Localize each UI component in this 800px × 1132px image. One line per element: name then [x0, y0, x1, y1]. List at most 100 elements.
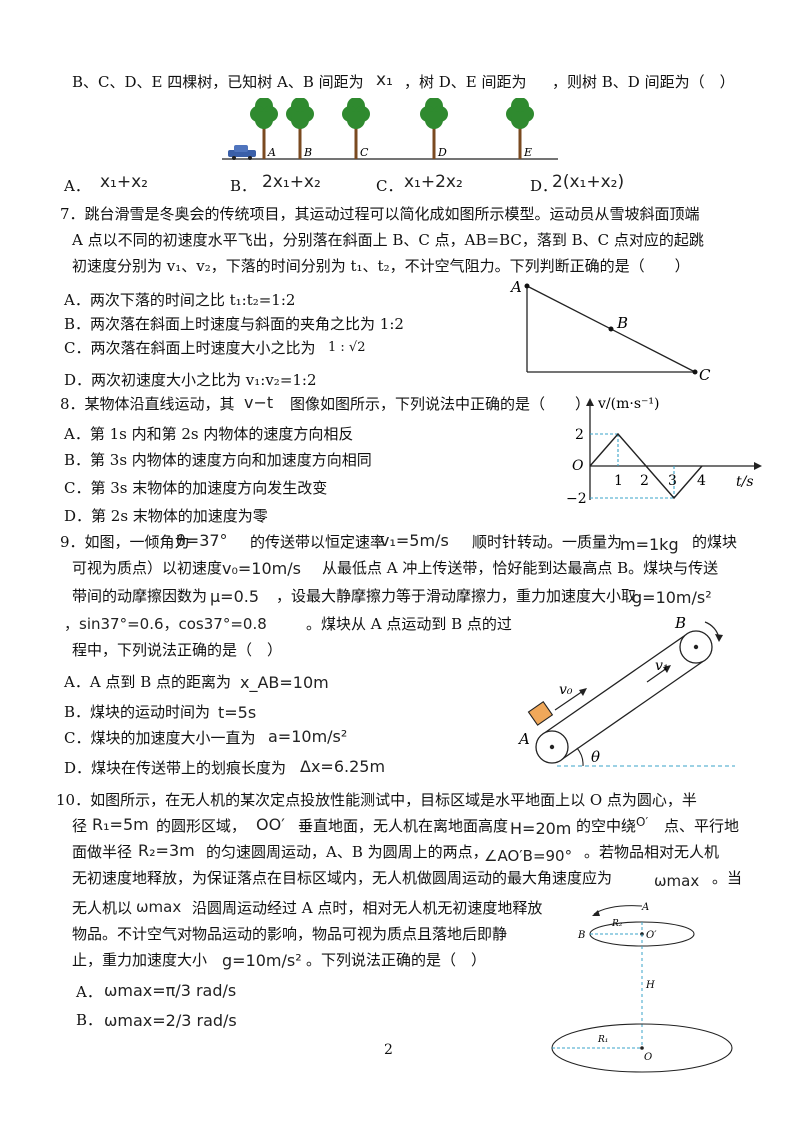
q8-xtick-2: 2: [640, 473, 649, 489]
q9-l3-g: g=10m/s²: [632, 588, 712, 607]
q8-stem-vt: v−t: [244, 393, 274, 412]
q10-l3a: 面做半径: [72, 843, 133, 861]
q9-conveyor-diagram: B A v₀ v₁ θ: [517, 614, 735, 767]
q10-l3c: 。若物品相对无人机: [584, 843, 720, 861]
q9-l1-theta: θ=37°: [176, 531, 228, 550]
q10-l2-h: H=20m: [510, 819, 572, 838]
q6-stem-c: ，则树 B、D 间距为（ ）: [552, 73, 735, 91]
q9-opt-a: A．A 点到 B 点的距离为: [64, 673, 231, 691]
q7-label-c: C: [699, 366, 711, 384]
q7-opt-b: B．两次落在斜面上时速度与斜面的夹角之比为 1:2: [64, 315, 404, 333]
tree-label: C: [360, 146, 369, 159]
q9-l5: 程中，下列说法正确的是（ ）: [72, 641, 283, 659]
q10-label-o-prime: O′: [646, 930, 657, 941]
q7-slope-diagram: A B C: [509, 278, 711, 384]
q8-xtick-3: 3: [668, 473, 677, 489]
q9-l2a: 可视为质点）以初速度: [72, 559, 223, 577]
q10-l3-r2: R₂=3m: [138, 841, 195, 860]
q8-ytick-2: 2: [575, 427, 584, 443]
q9-opt-d-val: Δx=6.25m: [300, 757, 386, 776]
q10-opt-b-label: B．: [76, 1011, 103, 1029]
q10-label-r2: R₂: [611, 919, 623, 929]
q8-ytick-neg2: −2: [566, 491, 587, 507]
q10-l2c: 垂直地面，无人机在离地面高度: [298, 817, 509, 835]
q7-line2: A 点以不同的初速度水平飞出，分别落在斜面上 B、C 点，AB=BC，落到 B、…: [72, 231, 704, 249]
q9-label-a: A: [517, 730, 530, 748]
q10-l5a: 无人机以: [72, 899, 133, 917]
page-number: 2: [384, 1042, 393, 1058]
q10-label-b: B: [577, 930, 585, 941]
q8-opt-a: A．第 1s 内和第 2s 内物体的速度方向相反: [64, 425, 354, 443]
q10-l4b: 。当: [712, 869, 743, 887]
q10-l7a: 止，重力加速度大小: [72, 951, 208, 969]
q9-opt-b: B．煤块的运动时间为: [64, 703, 211, 721]
q6-stem-x1: x₁: [376, 70, 393, 90]
q9-label-v1: v₁: [655, 658, 669, 674]
q8-vt-graph: v/(m·s⁻¹) t/s O 2 −2 1 2 3 4: [566, 396, 762, 507]
q10-l3-angle: ∠AO′B=90°: [484, 847, 573, 865]
q9-l3a: 带间的动摩擦因数为: [72, 587, 208, 605]
q8-xtick-1: 1: [614, 473, 623, 489]
q10-l2e: 点、平行地: [664, 817, 740, 835]
q6-opt-d-label: D．: [530, 177, 558, 195]
q10-l4-w: ωmax: [654, 872, 700, 890]
q9-label-theta: θ: [591, 748, 600, 766]
q10-l4a: 无初速度地释放，为保证落点在目标区域内，无人机做圆周运动的最大角速度应为: [72, 869, 613, 887]
q9-label-b: B: [674, 614, 686, 632]
q9-opt-d: D．煤块在传送带上的划痕长度为: [64, 759, 287, 777]
q9-opt-b-val: t=5s: [218, 703, 257, 722]
q9-opt-c: C．煤块的加速度大小一直为: [64, 729, 256, 747]
q6-opt-a-label: A．: [64, 177, 90, 195]
q9-l4b: 。煤块从 A 点运动到 B 点的过: [306, 615, 512, 633]
q7-opt-d: D．两次初速度大小之比为 v₁:v₂=1:2: [64, 371, 317, 389]
q9-l3-mu: μ=0.5: [210, 587, 260, 606]
q10-drone-diagram: A B O′ R₂ H R₁ O: [551, 902, 733, 1073]
q10-l6: 物品。不计空气对物品运动的影响，物品可视为质点且落地后即静: [72, 925, 508, 943]
q6-opt-b: 2x₁+x₂: [262, 172, 321, 192]
tree-icon: D: [420, 98, 448, 159]
q9-l1-m: m=1kg: [620, 535, 679, 554]
q7-label-a: A: [509, 278, 522, 296]
q7-opt-c-val: 1 : √2: [328, 340, 366, 355]
tree-label: E: [523, 146, 532, 159]
q10-opt-a-val: ωmax=π/3 rad/s: [104, 981, 237, 1000]
q6-opt-c: x₁+2x₂: [404, 172, 463, 192]
q8-opt-b: B．第 3s 内物体的速度方向和加速度方向相同: [64, 451, 372, 469]
q10-l1: 10．如图所示，在无人机的某次定点投放性能测试中，目标区域是水平地面上以 O 点…: [56, 791, 697, 809]
q9-l3b: ，设最大静摩擦力等于滑动摩擦力，重力加速度大小取: [276, 587, 637, 605]
q9-l1a: 9．如图，一倾角为: [60, 533, 190, 551]
q6-stem-a: B、C、D、E 四棵树，已知树 A、B 间距为: [72, 73, 364, 91]
q10-label-h: H: [645, 980, 655, 991]
q9-l2b: 从最低点 A 冲上传送带，恰好能到达最高点 B。煤块与传送: [322, 559, 719, 577]
q10-l2-oo: OO′: [256, 815, 285, 834]
q9-l1-v1: v₁=5m/s: [380, 531, 449, 550]
q7-line1: 7．跳台滑雪是冬奥会的传统项目，其运动过程可以简化成如图所示模型。运动员从雪坡斜…: [60, 205, 700, 223]
q9-l1b: 的传送带以恒定速率: [250, 533, 386, 551]
tree-icon: E: [506, 98, 534, 159]
q10-opt-b-val: ωmax=2/3 rad/s: [104, 1011, 237, 1030]
q6-stem-b: ，树 D、E 间距为: [404, 73, 527, 91]
q10-label-a: A: [641, 902, 649, 913]
q8-opt-c: C．第 3s 末物体的加速度方向发生改变: [64, 479, 328, 497]
q9-l1d: 的煤块: [692, 533, 738, 551]
q9-label-v0: v₀: [559, 682, 573, 698]
tree-icon: B: [286, 98, 314, 159]
q10-l5-w: ωmax: [136, 898, 182, 916]
vt-series-line: [589, 432, 703, 500]
q10-l7b: 。下列说法正确的是（ ）: [306, 951, 487, 969]
q9-l4-sin: ，sin37°=0.6，cos37°=0.8: [64, 615, 267, 633]
q8-origin: O: [572, 458, 584, 474]
q10-label-r1: R₁: [597, 1035, 608, 1045]
q10-l2b: 的圆形区域，: [156, 817, 247, 835]
tree-label: D: [437, 146, 447, 159]
q6-opt-b-label: B．: [230, 177, 257, 195]
q10-label-o: O: [644, 1052, 652, 1063]
q7-opt-a: A．两次下落的时间之比 t₁:t₂=1:2: [64, 291, 296, 309]
q10-l2-r1: R₁=5m: [92, 815, 149, 834]
tree-label: A: [267, 146, 276, 159]
q10-opt-a-label: A．: [76, 983, 102, 1001]
q9-opt-c-val: a=10m/s²: [268, 727, 348, 746]
q8-xlabel: t/s: [736, 474, 754, 490]
tree-icon: C: [342, 98, 370, 159]
tree-icon: A: [250, 98, 278, 159]
